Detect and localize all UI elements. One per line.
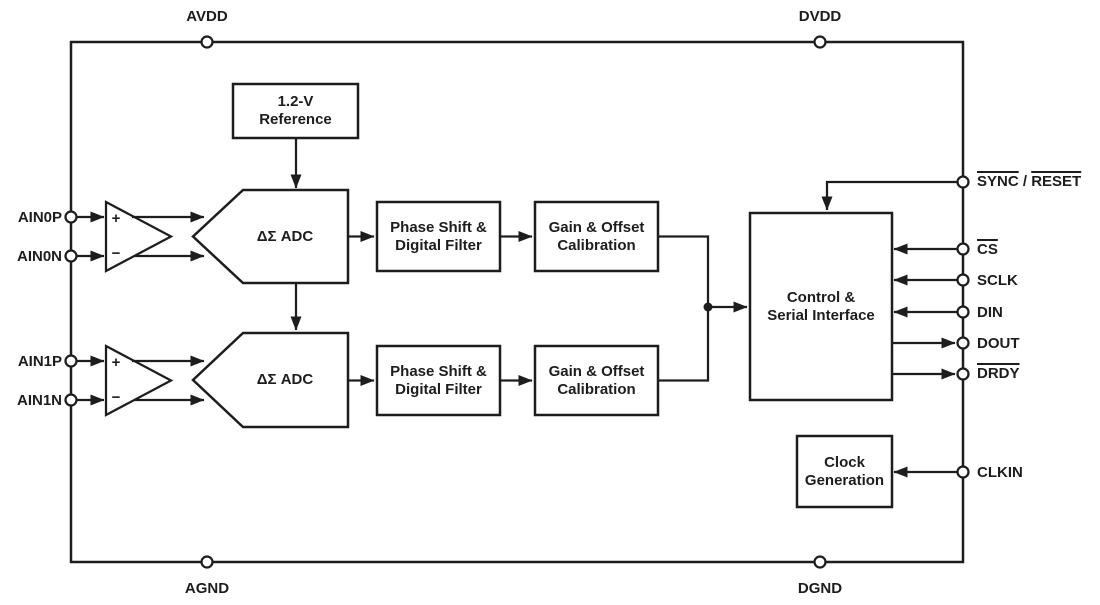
gain1-block-label: Gain & Offset Calibration <box>548 362 645 398</box>
phase0-block <box>375 200 502 273</box>
wire-sync-reset <box>821 180 958 211</box>
pin-cs <box>956 242 970 256</box>
sync-reset-separator: / <box>1018 173 1032 190</box>
sclk-label: SCLK <box>977 272 1018 289</box>
sync-reset-label: SYNC / RESET <box>977 172 1081 191</box>
gain1-block <box>533 344 660 417</box>
pin-sync-reset <box>956 175 970 189</box>
pin-ain0p <box>64 210 78 224</box>
reset-label: RESET <box>1031 173 1082 190</box>
amp0-triangle-icon <box>104 200 174 273</box>
pin-clkin <box>956 465 970 479</box>
control-block <box>748 211 894 402</box>
adc1-block <box>191 331 350 429</box>
control-block-label: Control & Serial Interface <box>767 288 875 324</box>
phase1-block-label: Phase Shift & Digital Filter <box>390 362 487 398</box>
pin-drdy <box>956 367 970 381</box>
pin-din <box>956 305 970 319</box>
ain0n-label: AIN0N <box>16 248 62 265</box>
dvdd-label: DVDD <box>798 8 842 25</box>
wire-gain0-to-junction <box>658 235 710 307</box>
chip-outline <box>69 40 965 564</box>
adc1-block-label: ΔΣ ADC <box>256 371 314 388</box>
amp0-plus-sign: + <box>111 210 121 227</box>
din-label: DIN <box>977 304 1003 321</box>
pin-circles <box>64 35 970 569</box>
input-wires <box>77 211 105 406</box>
pin-ain0n <box>64 249 78 263</box>
drdy-label: DRDY <box>977 365 1020 382</box>
pin-agnd <box>200 555 214 569</box>
amp1-triangle-icon <box>104 344 174 417</box>
amp-output-wires <box>132 211 205 406</box>
pin-avdd <box>200 35 214 49</box>
ain1p-label: AIN1P <box>17 353 62 370</box>
pin-ain1n <box>64 393 78 407</box>
pin-ain1p <box>64 354 78 368</box>
adc0-block-label: ΔΣ ADC <box>256 227 314 245</box>
ain0p-label: AIN0P <box>17 209 62 226</box>
pin-sclk <box>956 273 970 287</box>
amp1-minus-sign: − <box>111 389 121 406</box>
reference-block-label: 1.2-V Reference <box>259 93 332 128</box>
dout-label: DOUT <box>977 335 1020 352</box>
phase1-block <box>375 344 502 417</box>
clkin-label: CLKIN <box>977 464 1023 481</box>
pin-dout <box>956 336 970 350</box>
pin-dvdd <box>813 35 827 49</box>
gain0-block-label: Gain & Offset Calibration <box>548 218 645 254</box>
wire-gain1-to-junction <box>658 307 710 382</box>
sync-label: SYNC <box>977 173 1019 190</box>
gain0-block <box>533 200 660 273</box>
avdd-label: AVDD <box>186 8 228 25</box>
agnd-label: AGND <box>184 580 230 597</box>
clockgen-block <box>795 434 894 509</box>
dgnd-label: DGND <box>797 580 843 597</box>
ain1n-label: AIN1N <box>16 392 62 409</box>
amp0-minus-sign: − <box>111 245 121 262</box>
phase0-block-label: Phase Shift & Digital Filter <box>390 218 487 254</box>
clockgen-block-label: Clock Generation <box>804 453 885 489</box>
pin-dgnd <box>813 555 827 569</box>
cs-label: CS <box>977 241 998 258</box>
amp1-plus-sign: + <box>111 354 121 371</box>
